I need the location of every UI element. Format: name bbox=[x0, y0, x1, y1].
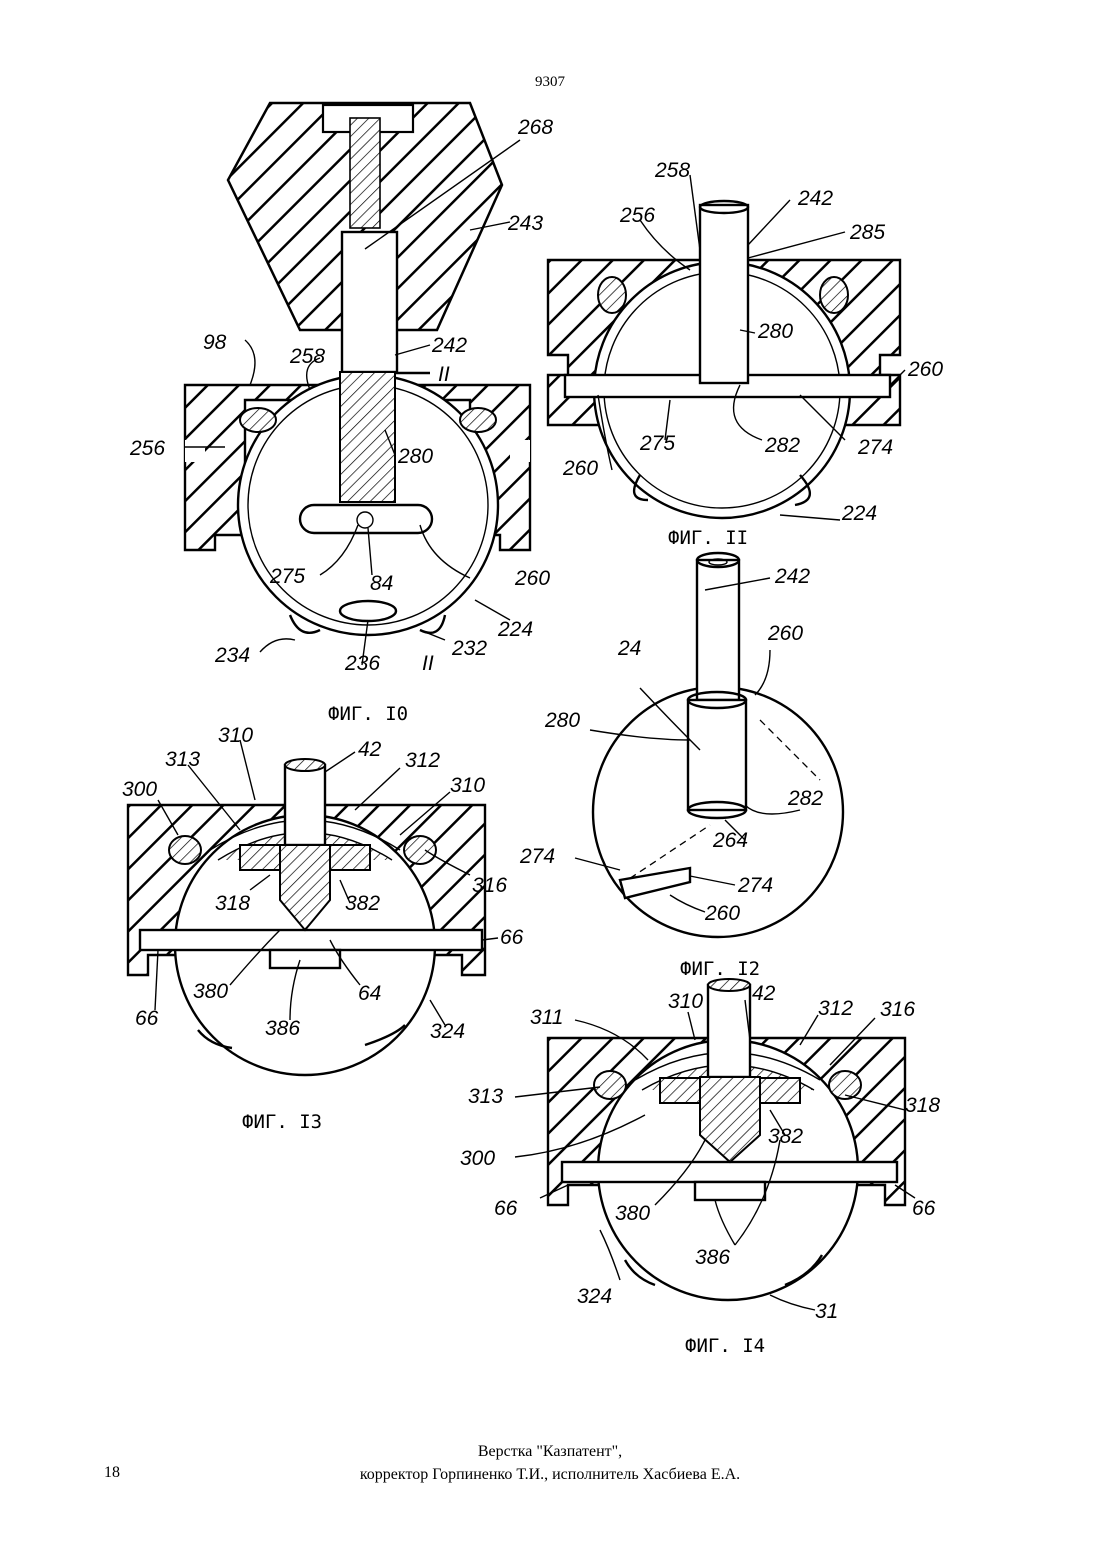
fig12-label: 260 bbox=[767, 622, 803, 645]
fig11-label: 280 bbox=[757, 320, 793, 343]
fig12-label: 280 bbox=[544, 709, 580, 732]
fig13-label: 386 bbox=[265, 1017, 300, 1040]
footer-credits: Верстка "Казпатент", корректор Горпиненк… bbox=[0, 1440, 1100, 1486]
fig10-caption: ФИГ. I0 bbox=[328, 703, 408, 725]
fig13-label: 312 bbox=[405, 749, 440, 772]
fig14-caption: ФИГ. I4 bbox=[685, 1335, 765, 1357]
fig14-label: 31 bbox=[815, 1300, 838, 1323]
fig13-label: 310 bbox=[218, 724, 253, 747]
figure-10: 268 243 242 II 98 258 256 280 275 84 260… bbox=[129, 103, 553, 725]
fig10-label: 280 bbox=[397, 445, 433, 468]
fig11-label: 242 bbox=[797, 187, 833, 210]
figure-11: 258 242 256 285 280 260 275 282 274 260 … bbox=[548, 159, 943, 549]
fig11-label: 274 bbox=[857, 436, 893, 459]
fig12-caption: ФИГ. I2 bbox=[680, 958, 760, 980]
fig13-label: 66 bbox=[500, 926, 524, 949]
fig10-label: 258 bbox=[289, 345, 325, 368]
fig11-label: 256 bbox=[619, 204, 655, 227]
fig14-label: 311 bbox=[530, 1006, 563, 1029]
fig14-label: 316 bbox=[880, 998, 915, 1021]
fig12-label: 274 bbox=[519, 845, 555, 868]
fig13-caption: ФИГ. I3 bbox=[242, 1111, 322, 1133]
fig10-label: II bbox=[422, 652, 434, 675]
fig12-label: 260 bbox=[704, 902, 740, 925]
fig10-label: II bbox=[438, 363, 450, 386]
fig14-label: 42 bbox=[752, 982, 776, 1005]
fig10-label: 275 bbox=[269, 565, 305, 588]
fig11-label: 258 bbox=[654, 159, 690, 182]
fig14-label: 310 bbox=[668, 990, 703, 1013]
figure-13: 310 313 42 312 300 310 318 382 316 66 38… bbox=[122, 724, 524, 1133]
fig13-label: 300 bbox=[122, 778, 157, 801]
figure-14: 310 42 312 316 311 313 318 382 300 66 66… bbox=[460, 979, 940, 1357]
fig12-label: 24 bbox=[617, 637, 641, 660]
fig13-label: 66 bbox=[135, 1007, 159, 1030]
fig14-label: 324 bbox=[577, 1285, 612, 1308]
fig14-label: 66 bbox=[912, 1197, 936, 1220]
fig14-label: 382 bbox=[768, 1125, 803, 1148]
fig10-label: 242 bbox=[431, 334, 467, 357]
fig11-label: 260 bbox=[907, 358, 943, 381]
fig10-label: 243 bbox=[507, 212, 543, 235]
fig10-label: 268 bbox=[517, 116, 553, 139]
fig13-label: 380 bbox=[193, 980, 228, 1003]
fig11-label: 282 bbox=[764, 434, 800, 457]
fig11-label: 275 bbox=[639, 432, 675, 455]
fig14-label: 313 bbox=[468, 1085, 503, 1108]
fig11-label: 260 bbox=[562, 457, 598, 480]
figure-12: 242 24 260 280 282 264 274 274 260 ФИГ. … bbox=[519, 553, 843, 980]
fig10-label: 260 bbox=[514, 567, 550, 590]
fig13-label: 313 bbox=[165, 748, 200, 771]
fig10-label: 84 bbox=[370, 572, 393, 595]
fig10-label: 98 bbox=[203, 331, 227, 354]
fig14-label: 386 bbox=[695, 1246, 730, 1269]
fig12-label: 264 bbox=[712, 829, 748, 852]
fig11-caption: ФИГ. II bbox=[668, 527, 748, 549]
fig10-label: 232 bbox=[451, 637, 487, 660]
fig11-label: 285 bbox=[849, 221, 885, 244]
fig13-label: 42 bbox=[358, 738, 382, 761]
fig11-label: 224 bbox=[841, 502, 877, 525]
fig14-label: 66 bbox=[494, 1197, 518, 1220]
fig10-label: 224 bbox=[497, 618, 533, 641]
fig12-label: 282 bbox=[787, 787, 823, 810]
fig13-label: 64 bbox=[358, 982, 381, 1005]
fig14-label: 318 bbox=[905, 1094, 940, 1117]
fig13-label: 382 bbox=[345, 892, 380, 915]
fig13-label: 324 bbox=[430, 1020, 465, 1043]
fig13-label: 316 bbox=[472, 874, 507, 897]
fig10-label: 234 bbox=[214, 644, 250, 667]
fig12-label: 274 bbox=[737, 874, 773, 897]
fig13-label: 318 bbox=[215, 892, 250, 915]
fig12-label: 242 bbox=[774, 565, 810, 588]
fig10-label: 236 bbox=[344, 652, 380, 675]
fig14-label: 300 bbox=[460, 1147, 495, 1170]
footer-line-2: корректор Горпиненко Т.И., исполнитель Х… bbox=[0, 1463, 1100, 1486]
fig10-label: 256 bbox=[129, 437, 165, 460]
footer-line-1: Верстка "Казпатент", bbox=[0, 1440, 1100, 1463]
sheet-number: 18 bbox=[104, 1464, 120, 1482]
fig14-label: 380 bbox=[615, 1202, 650, 1225]
fig13-label: 310 bbox=[450, 774, 485, 797]
fig14-label: 312 bbox=[818, 997, 853, 1020]
